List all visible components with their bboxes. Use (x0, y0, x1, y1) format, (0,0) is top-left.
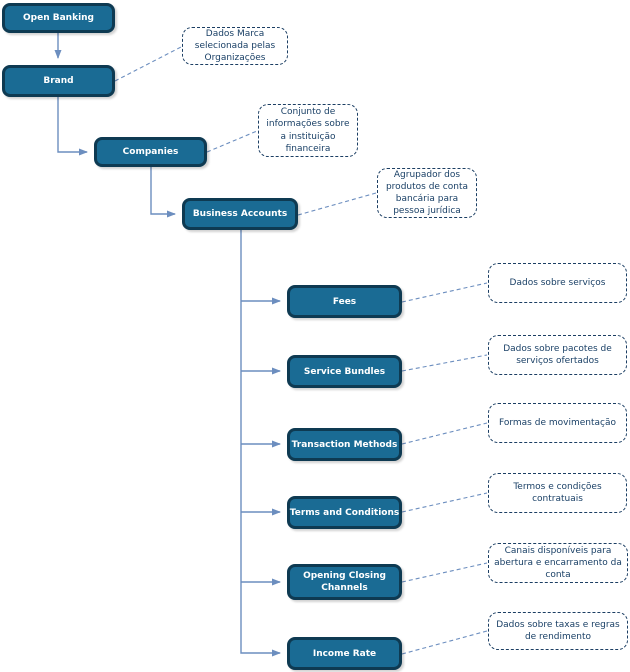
annotation-text: Termos e condições contratuais (513, 481, 602, 504)
node-brand[interactable]: Brand (2, 65, 115, 97)
node-opening-closing-channels[interactable]: Opening Closing Channels (287, 564, 402, 600)
annotation-text: Agrupador dos produtos de conta bancária… (385, 169, 469, 217)
edge-companies-businessaccounts (150, 167, 176, 218)
annotation-opening-closing-channels[interactable]: Canais disponíveis para abertura e encar… (488, 543, 628, 583)
node-label: Opening Closing Channels (303, 570, 386, 593)
node-service-bundles[interactable]: Service Bundles (287, 355, 402, 388)
link-openingclosing-annotation (401, 562, 488, 583)
node-terms-and-conditions[interactable]: Terms and Conditions (287, 496, 402, 529)
node-label: Service Bundles (303, 366, 386, 377)
link-transactionmethods-annotation (401, 422, 488, 445)
link-businessaccounts-annotation (297, 192, 377, 216)
annotation-text: Dados sobre taxas e regras de rendimento (496, 619, 620, 642)
annotation-business-accounts[interactable]: Agrupador dos produtos de conta bancária… (377, 168, 477, 218)
node-income-rate[interactable]: Income Rate (287, 637, 402, 670)
edge-brand-companies (57, 97, 88, 156)
annotation-text: Dados sobre serviços (509, 277, 606, 288)
node-fees[interactable]: Fees (287, 285, 402, 318)
node-label: Terms and Conditions (289, 507, 400, 518)
edge-trunk-income-rate (240, 230, 281, 657)
link-termsandconditions-annotation (401, 492, 488, 513)
node-label: Companies (122, 147, 179, 157)
link-companies-annotation (206, 130, 258, 153)
annotation-text: Conjunto de informações sobre a institui… (266, 107, 350, 154)
annotation-brand[interactable]: Dados Marca selecionada pelas Organizaçõ… (182, 27, 288, 65)
node-label: Open Banking (23, 13, 94, 23)
annotation-terms-and-conditions[interactable]: Termos e condições contratuais (488, 473, 627, 513)
annotation-companies[interactable]: Conjunto de informações sobre a institui… (258, 104, 358, 157)
annotation-income-rate[interactable]: Dados sobre taxas e regras de rendimento (488, 612, 628, 650)
link-servicebundles-annotation (401, 354, 488, 372)
link-fees-annotation (401, 282, 488, 303)
node-business-accounts[interactable]: Business Accounts (182, 198, 298, 230)
link-incomerate-annotation (401, 630, 488, 655)
node-transaction-methods[interactable]: Transaction Methods (287, 428, 402, 461)
node-label: Business Accounts (192, 209, 288, 219)
node-label: Brand (43, 76, 74, 86)
node-label: Fees (332, 296, 357, 307)
annotation-fees[interactable]: Dados sobre serviços (488, 263, 627, 303)
annotation-service-bundles[interactable]: Dados sobre pacotes de serviços ofertado… (488, 335, 627, 375)
node-label: Transaction Methods (291, 439, 398, 450)
link-brand-annotation (114, 46, 182, 82)
annotation-text: Dados Marca selecionada pelas Organizaçõ… (194, 28, 276, 64)
annotation-text: Canais disponíveis para abertura e encar… (494, 545, 622, 581)
annotation-transaction-methods[interactable]: Formas de movimentação (488, 403, 627, 443)
node-companies[interactable]: Companies (94, 137, 207, 167)
node-open-banking[interactable]: Open Banking (2, 3, 115, 33)
annotation-text: Dados sobre pacotes de serviços ofertado… (503, 343, 612, 366)
annotation-text: Formas de movimentação (499, 417, 616, 428)
node-label: Income Rate (312, 648, 377, 659)
